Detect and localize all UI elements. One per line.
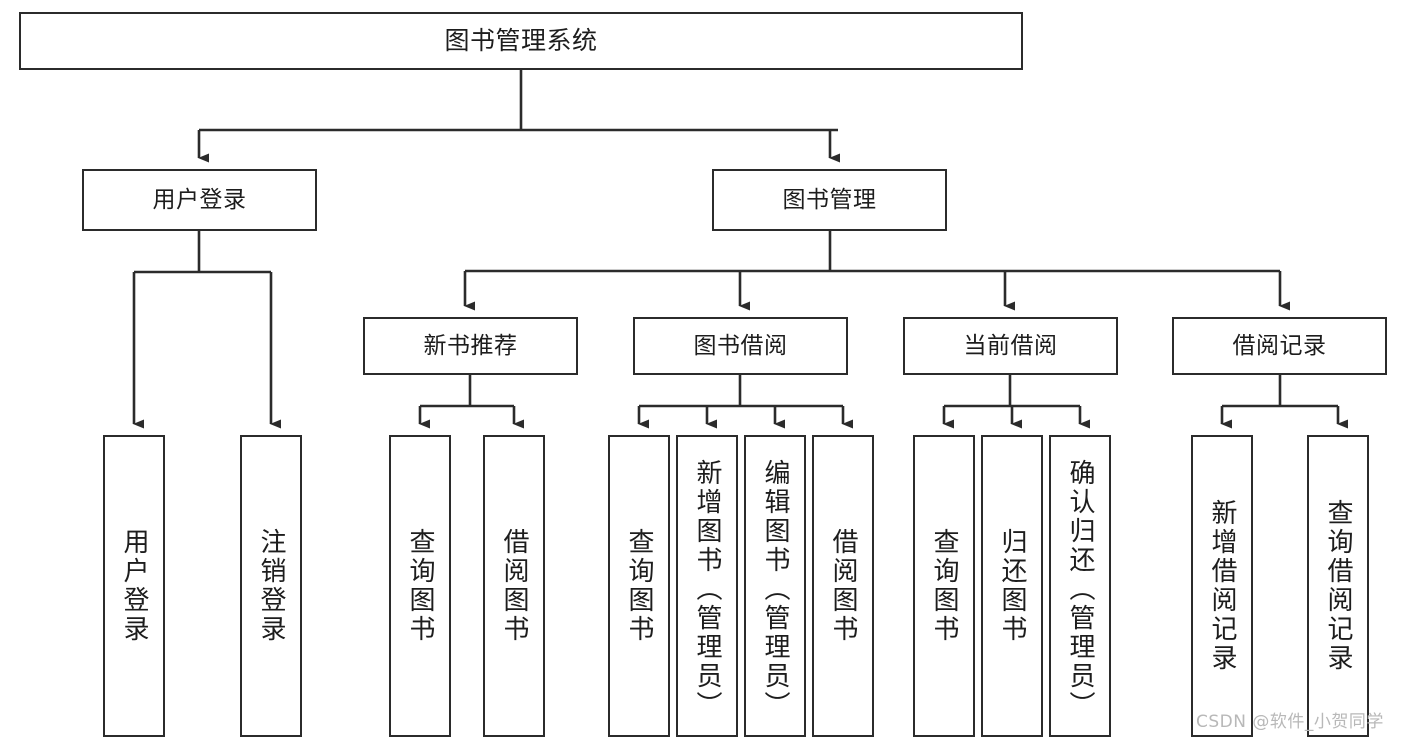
leaf-user-login[interactable]: 用户登录	[103, 435, 165, 737]
node-user-login[interactable]: 用户登录	[82, 169, 317, 231]
leaf-query-book-borrow-label: 查询图书	[624, 528, 654, 644]
leaf-borrow-book-new[interactable]: 借阅图书	[483, 435, 545, 737]
leaf-borrow-book[interactable]: 借阅图书	[812, 435, 874, 737]
leaf-return-book-label: 归还图书	[997, 528, 1027, 644]
leaf-query-book-new-label: 查询图书	[405, 528, 435, 644]
node-book-management-label: 图书管理	[782, 186, 877, 213]
leaf-return-book[interactable]: 归还图书	[981, 435, 1043, 737]
leaf-query-borrow-record[interactable]: 查询借阅记录	[1307, 435, 1369, 737]
leaf-query-book-borrow[interactable]: 查询图书	[608, 435, 670, 737]
leaf-logout[interactable]: 注销登录	[240, 435, 302, 737]
leaf-confirm-return-admin[interactable]: 确认归还（管理员）	[1049, 435, 1111, 737]
node-new-book-recommend-label: 新书推荐	[423, 332, 518, 359]
leaf-add-book-admin-label: 新增图书（管理员）	[692, 459, 722, 720]
leaf-query-book-new[interactable]: 查询图书	[389, 435, 451, 737]
node-current-borrow[interactable]: 当前借阅	[903, 317, 1118, 375]
leaf-add-borrow-record-label: 新增借阅记录	[1207, 499, 1237, 673]
leaf-query-borrow-record-label: 查询借阅记录	[1323, 499, 1353, 673]
leaf-query-book-current[interactable]: 查询图书	[913, 435, 975, 737]
leaf-add-book-admin[interactable]: 新增图书（管理员）	[676, 435, 738, 737]
node-borrow-records-label: 借阅记录	[1232, 332, 1327, 359]
node-root-label: 图书管理系统	[444, 25, 598, 55]
node-current-borrow-label: 当前借阅	[963, 332, 1058, 359]
leaf-confirm-return-admin-label: 确认归还（管理员）	[1065, 459, 1095, 720]
node-book-borrow-label: 图书借阅	[693, 332, 788, 359]
node-new-book-recommend[interactable]: 新书推荐	[363, 317, 578, 375]
leaf-add-borrow-record[interactable]: 新增借阅记录	[1191, 435, 1253, 737]
leaf-borrow-book-new-label: 借阅图书	[499, 528, 529, 644]
node-book-borrow[interactable]: 图书借阅	[633, 317, 848, 375]
leaf-borrow-book-label: 借阅图书	[828, 528, 858, 644]
node-root[interactable]: 图书管理系统	[19, 12, 1023, 70]
node-borrow-records[interactable]: 借阅记录	[1172, 317, 1387, 375]
leaf-edit-book-admin[interactable]: 编辑图书（管理员）	[744, 435, 806, 737]
leaf-query-book-current-label: 查询图书	[929, 528, 959, 644]
leaf-edit-book-admin-label: 编辑图书（管理员）	[760, 459, 790, 720]
node-book-management[interactable]: 图书管理	[712, 169, 947, 231]
leaf-user-login-label: 用户登录	[119, 528, 149, 644]
leaf-logout-label: 注销登录	[256, 528, 286, 644]
node-user-login-label: 用户登录	[152, 186, 247, 213]
